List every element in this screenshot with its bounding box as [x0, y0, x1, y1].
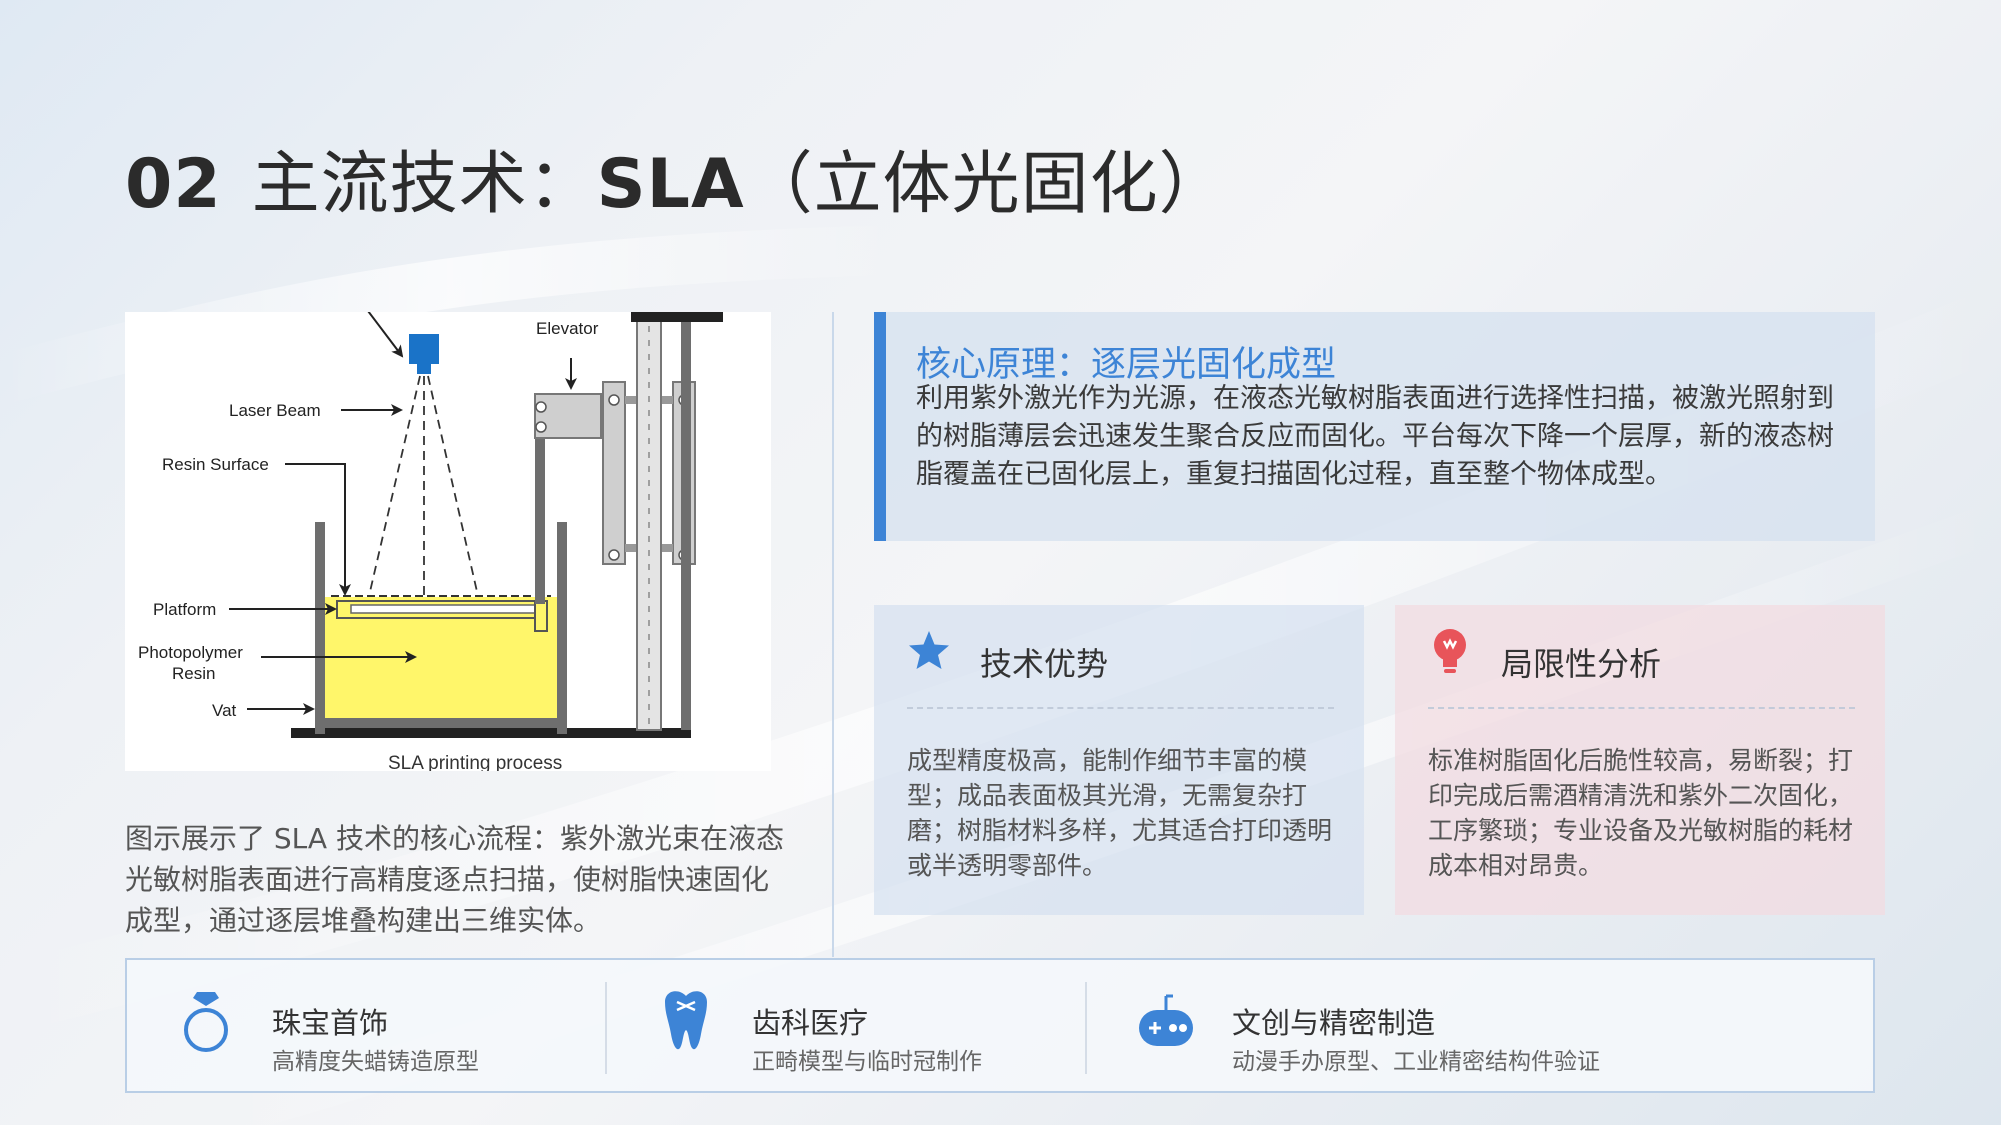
limitations-card: 局限性分析 标准树脂固化后脆性较高，易断裂；打印完成后需酒精清洗和紫外二次固化，… [1395, 605, 1885, 915]
label-platform: Platform [153, 600, 216, 619]
star-icon [909, 631, 949, 669]
application-dental: 齿科医疗 正畸模型与临时冠制作 [607, 960, 1085, 1091]
diagram-laser-head [409, 334, 439, 364]
advantages-title: 技术优势 [980, 645, 1109, 683]
application-name: 珠宝首饰 [272, 1006, 389, 1040]
limitations-title: 局限性分析 [1501, 645, 1662, 683]
diagram-vat-left [315, 522, 325, 734]
diagram-base [291, 728, 691, 738]
ring-icon [184, 992, 228, 1052]
diagram-description: 图示展示了 SLA 技术的核心流程：紫外激光束在液态光敏树脂表面进行高精度逐点扫… [125, 822, 784, 937]
lightbulb-icon [1434, 629, 1466, 673]
application-name: 文创与精密制造 [1232, 1006, 1436, 1040]
label-laser-beam: Laser Beam [229, 401, 321, 420]
applications-bar: 珠宝首饰 高精度失蜡铸造原型 齿科医疗 正畸模型与临时冠制作 文创与精密制造 动… [125, 958, 1875, 1093]
diagram-platform-arm [534, 600, 548, 632]
gamepad-icon [1139, 994, 1193, 1046]
diagram-carriage-left [602, 381, 626, 565]
label-resin-surface: Resin Surface [162, 455, 269, 474]
application-desc: 正畸模型与临时冠制作 [752, 1049, 982, 1075]
slide-number: 02 [125, 145, 222, 224]
advantages-separator [907, 707, 1334, 709]
title-paren: （立体光固化） [744, 145, 1228, 224]
label-elevator: Elevator [536, 319, 599, 338]
label-photopolymer: Photopolymer [138, 643, 243, 662]
advantages-card: 技术优势 成型精度极高，能制作细节丰富的模型；成品表面极其光滑，无需复杂打磨；树… [874, 605, 1364, 915]
application-divider [605, 982, 607, 1074]
diagram-support-arm [535, 394, 545, 604]
application-jewelry: 珠宝首饰 高精度失蜡铸造原型 [127, 960, 605, 1091]
application-divider [1085, 982, 1087, 1074]
application-desc: 动漫手办原型、工业精密结构件验证 [1232, 1049, 1600, 1075]
diagram-top-bar [631, 312, 723, 322]
title-main: 主流技术： [251, 145, 597, 224]
sla-diagram: Elevator Laser Beam Resin Surface Platfo… [125, 306, 771, 774]
diagram-platform-inner [350, 604, 536, 614]
core-principle-card: 核心原理：逐层光固化成型 利用紫外激光作为光源，在液态光敏树脂表面进行选择性扫描… [874, 312, 1875, 541]
limitations-separator [1428, 707, 1855, 709]
diagram-caption: SLA printing process [388, 753, 562, 771]
application-manufacturing: 文创与精密制造 动漫手办原型、工业精密结构件验证 [1087, 960, 1600, 1091]
label-resin: Resin [172, 664, 215, 683]
application-desc: 高精度失蜡铸造原型 [272, 1049, 479, 1075]
core-principle-title: 核心原理：逐层光固化成型 [916, 345, 1337, 385]
advantages-body: 成型精度极高，能制作细节丰富的模型；成品表面极其光滑，无需复杂打磨；树脂材料多样… [907, 746, 1333, 880]
diagram-vat-right [557, 522, 567, 734]
column-divider [832, 312, 834, 957]
title-sla: SLA [596, 145, 745, 224]
tooth-icon [665, 991, 707, 1050]
diagram-vat-bottom [315, 718, 567, 728]
diagram-arm-horizontal [534, 393, 602, 439]
label-vat: Vat [212, 701, 237, 720]
limitations-body: 标准树脂固化后脆性较高，易断裂；打印完成后需酒精清洗和紫外二次固化，工序繁琐；专… [1428, 746, 1854, 880]
diagram-post [681, 320, 691, 730]
slide-title: 02 主流技术：SLA（立体光固化） [125, 128, 1228, 227]
application-name: 齿科医疗 [752, 1006, 869, 1040]
core-principle-body: 利用紫外激光作为光源，在液态光敏树脂表面进行选择性扫描，被激光照射到的树脂薄层会… [916, 383, 1834, 490]
